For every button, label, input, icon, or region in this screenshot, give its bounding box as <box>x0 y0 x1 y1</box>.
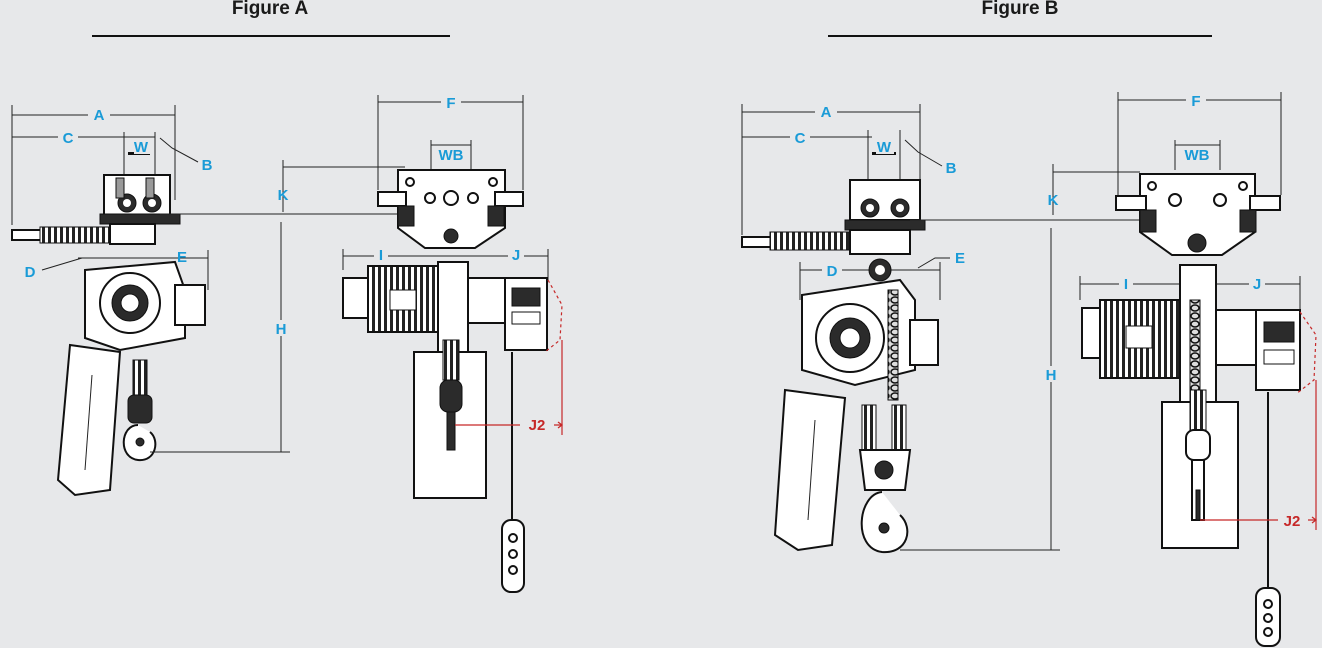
dim-label-i: I <box>379 247 383 264</box>
dim-label-h: H <box>276 321 287 338</box>
dim-label-d: D <box>827 263 838 280</box>
dim-label-k: K <box>1048 192 1059 209</box>
figure-a-title-rule <box>92 35 450 37</box>
dim-label-e: E <box>177 249 187 266</box>
dim-label-b: B <box>202 157 213 174</box>
figure-b-height-dims: K H <box>900 164 1140 551</box>
figure-b-title: Figure B <box>981 0 1059 19</box>
figure-b-j2-dim: J2 <box>1200 380 1317 530</box>
dim-label-a: A <box>94 107 105 124</box>
dim-label-a: A <box>821 104 832 121</box>
figure-b-front-view: F WB I J <box>1079 92 1317 647</box>
dim-label-j2: J2 <box>1284 513 1301 530</box>
dim-label-c: C <box>795 130 806 147</box>
dim-label-j: J <box>512 247 520 264</box>
dim-label-wb: WB <box>1185 147 1210 164</box>
dim-label-e: E <box>955 250 965 267</box>
dim-label-i: I <box>1124 276 1128 293</box>
dim-label-w: W <box>134 139 149 156</box>
dim-label-wb: WB <box>439 147 464 164</box>
figure-b-side-view: A C W B D E <box>741 103 965 554</box>
dim-label-h: H <box>1046 367 1057 384</box>
figure-a-j2-dim: J2 <box>455 340 563 435</box>
figure-a-height-dims: K H <box>150 160 410 453</box>
dim-label-k: K <box>278 187 289 204</box>
dim-label-d: D <box>25 264 36 281</box>
dim-label-j2: J2 <box>529 417 546 434</box>
dim-label-j: J <box>1253 276 1261 293</box>
figure-a-title: Figure A <box>231 0 309 19</box>
dim-label-f: F <box>1191 93 1200 110</box>
figure-a-front-view: F WB I J <box>342 94 563 593</box>
dim-label-f: F <box>446 95 455 112</box>
dim-label-b: B <box>946 160 957 177</box>
figure-b-title-rule <box>828 35 1212 37</box>
dim-label-c: C <box>63 130 74 147</box>
figure-a-side-view: A C W B D E <box>11 105 213 497</box>
dim-label-w: W <box>877 139 892 156</box>
